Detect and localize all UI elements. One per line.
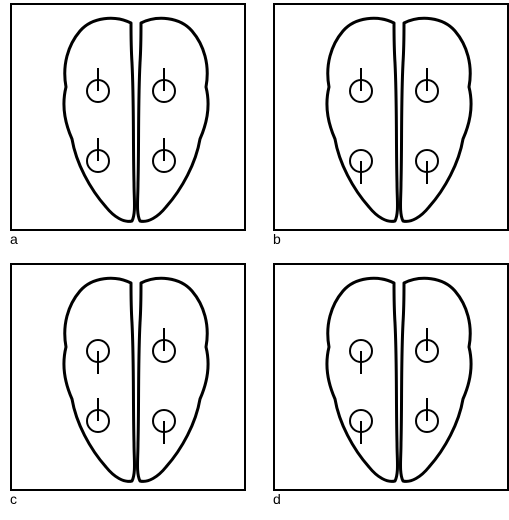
electrode-lower-left-down bbox=[350, 150, 372, 184]
left-hemisphere-outline bbox=[327, 278, 398, 481]
panel-label: c bbox=[10, 492, 17, 506]
panel-label: b bbox=[273, 232, 281, 246]
brain-diagram bbox=[10, 263, 246, 491]
brain-diagram bbox=[10, 3, 246, 231]
brain-diagram bbox=[273, 263, 509, 491]
left-hemisphere-outline bbox=[64, 18, 135, 221]
panel-label: a bbox=[10, 232, 18, 246]
electrode-upper-right-up bbox=[153, 68, 175, 102]
electrode-upper-left-down bbox=[87, 340, 109, 374]
electrode-upper-left-down bbox=[350, 340, 372, 374]
electrode-lower-right-down bbox=[416, 150, 438, 184]
right-hemisphere-outline bbox=[138, 18, 209, 221]
electrode-lower-right-down bbox=[153, 410, 175, 444]
right-hemisphere-outline bbox=[138, 278, 209, 481]
panel-label: d bbox=[273, 492, 281, 506]
electrode-lower-left-down bbox=[350, 410, 372, 444]
electrode-upper-right-up bbox=[153, 328, 175, 362]
electrode-lower-right-up bbox=[153, 138, 175, 172]
electrode-lower-left-up bbox=[87, 138, 109, 172]
left-hemisphere-outline bbox=[327, 18, 398, 221]
right-hemisphere-outline bbox=[401, 18, 472, 221]
electrode-lower-right-up bbox=[416, 398, 438, 432]
left-hemisphere-outline bbox=[64, 278, 135, 481]
electrode-lower-left-up bbox=[87, 398, 109, 432]
electrode-upper-right-up bbox=[416, 68, 438, 102]
electrode-upper-left-up bbox=[87, 68, 109, 102]
electrode-upper-right-up bbox=[416, 328, 438, 362]
electrode-upper-left-up bbox=[350, 68, 372, 102]
right-hemisphere-outline bbox=[401, 278, 472, 481]
brain-diagram bbox=[273, 3, 509, 231]
